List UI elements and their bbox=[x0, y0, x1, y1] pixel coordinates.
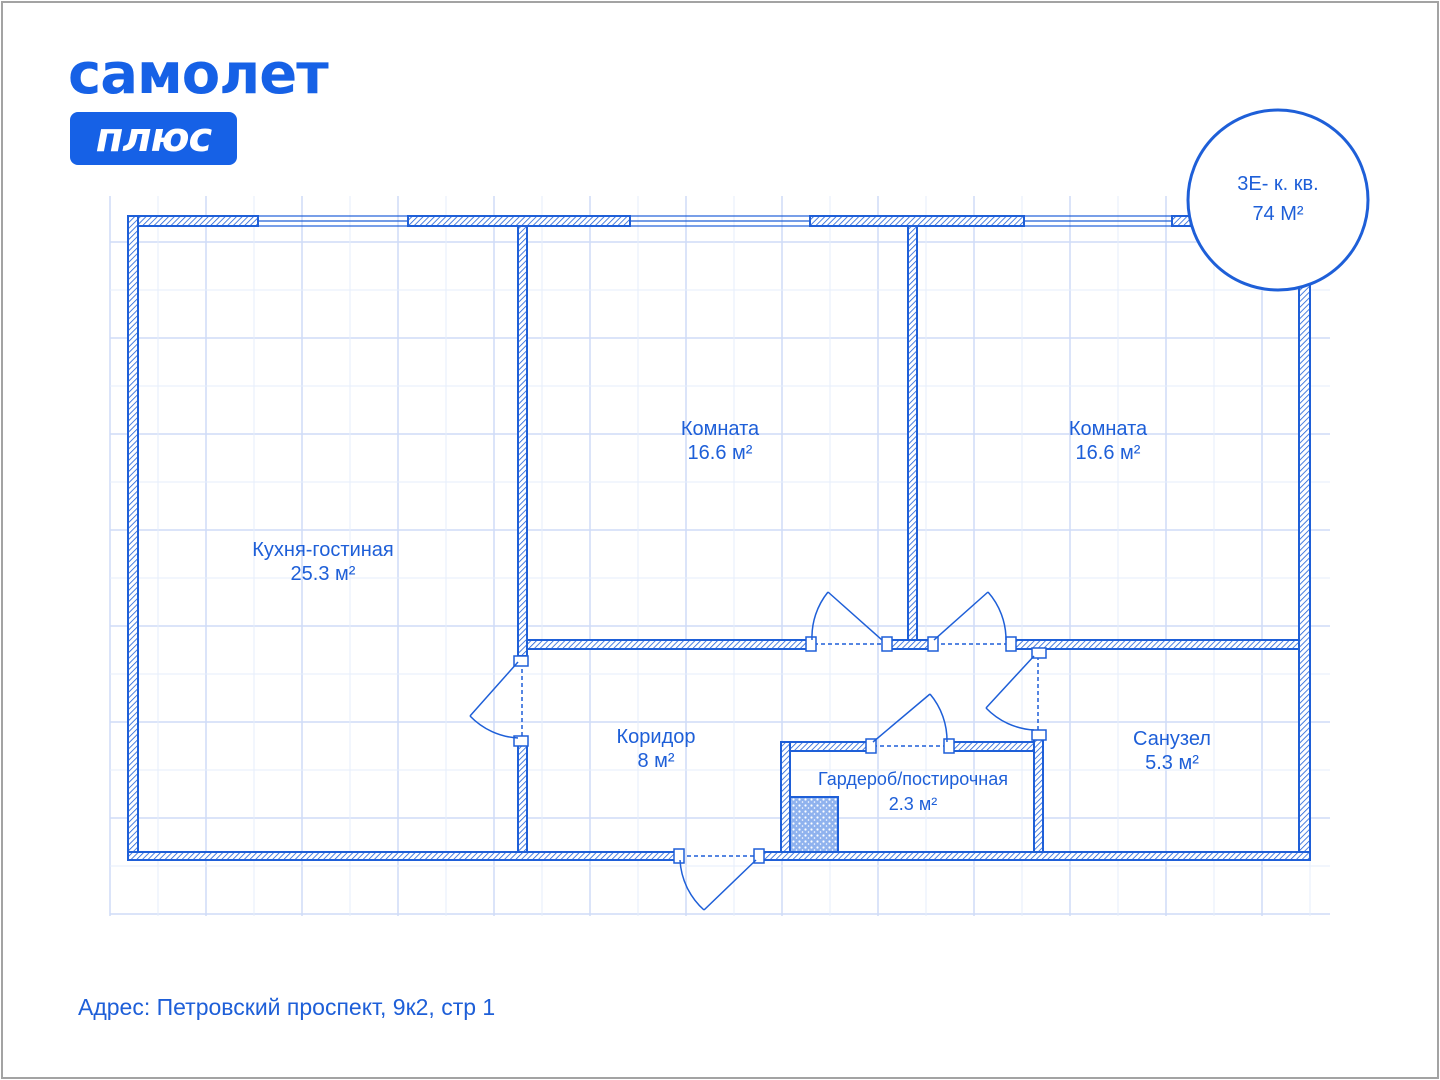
apartment-type: 3Е- к. кв. bbox=[1237, 173, 1318, 195]
room-area-wardrobe: 2.3 м² bbox=[889, 794, 937, 814]
room-name-bedroom-2: Комната bbox=[1069, 418, 1148, 440]
room-area-kitchen: 25.3 м² bbox=[291, 563, 356, 585]
room-name-bathroom: Санузел bbox=[1133, 728, 1211, 750]
apartment-area: 74 М² bbox=[1252, 203, 1303, 225]
logo-badge: плюс bbox=[70, 112, 237, 165]
address-line: Адрес: Петровский проспект, 9к2, стр 1 bbox=[78, 994, 496, 1020]
apartment-badge: 3Е- к. кв. 74 М² bbox=[1186, 108, 1370, 292]
room-area-corridor: 8 м² bbox=[637, 750, 674, 772]
room-name-corridor: Коридор bbox=[617, 726, 696, 748]
windows bbox=[257, 215, 1173, 227]
walls bbox=[127, 215, 1311, 861]
room-area-bathroom: 5.3 м² bbox=[1145, 752, 1199, 774]
doors bbox=[469, 591, 1047, 911]
room-name-bedroom-1: Комната bbox=[681, 418, 760, 440]
logo-badge-text: плюс bbox=[95, 115, 213, 161]
room-area-bedroom-1: 16.6 м² bbox=[688, 442, 753, 464]
room-name-wardrobe: Гардероб/постирочная bbox=[818, 769, 1008, 789]
logo-wordmark: самолет bbox=[68, 42, 329, 107]
room-labels: Кухня-гостиная 25.3 м² Комната 16.6 м² К… bbox=[252, 418, 1211, 814]
room-name-kitchen: Кухня-гостиная bbox=[252, 539, 394, 561]
shaft-block bbox=[789, 796, 839, 853]
background-grid bbox=[109, 196, 1330, 916]
room-area-bedroom-2: 16.6 м² bbox=[1076, 442, 1141, 464]
